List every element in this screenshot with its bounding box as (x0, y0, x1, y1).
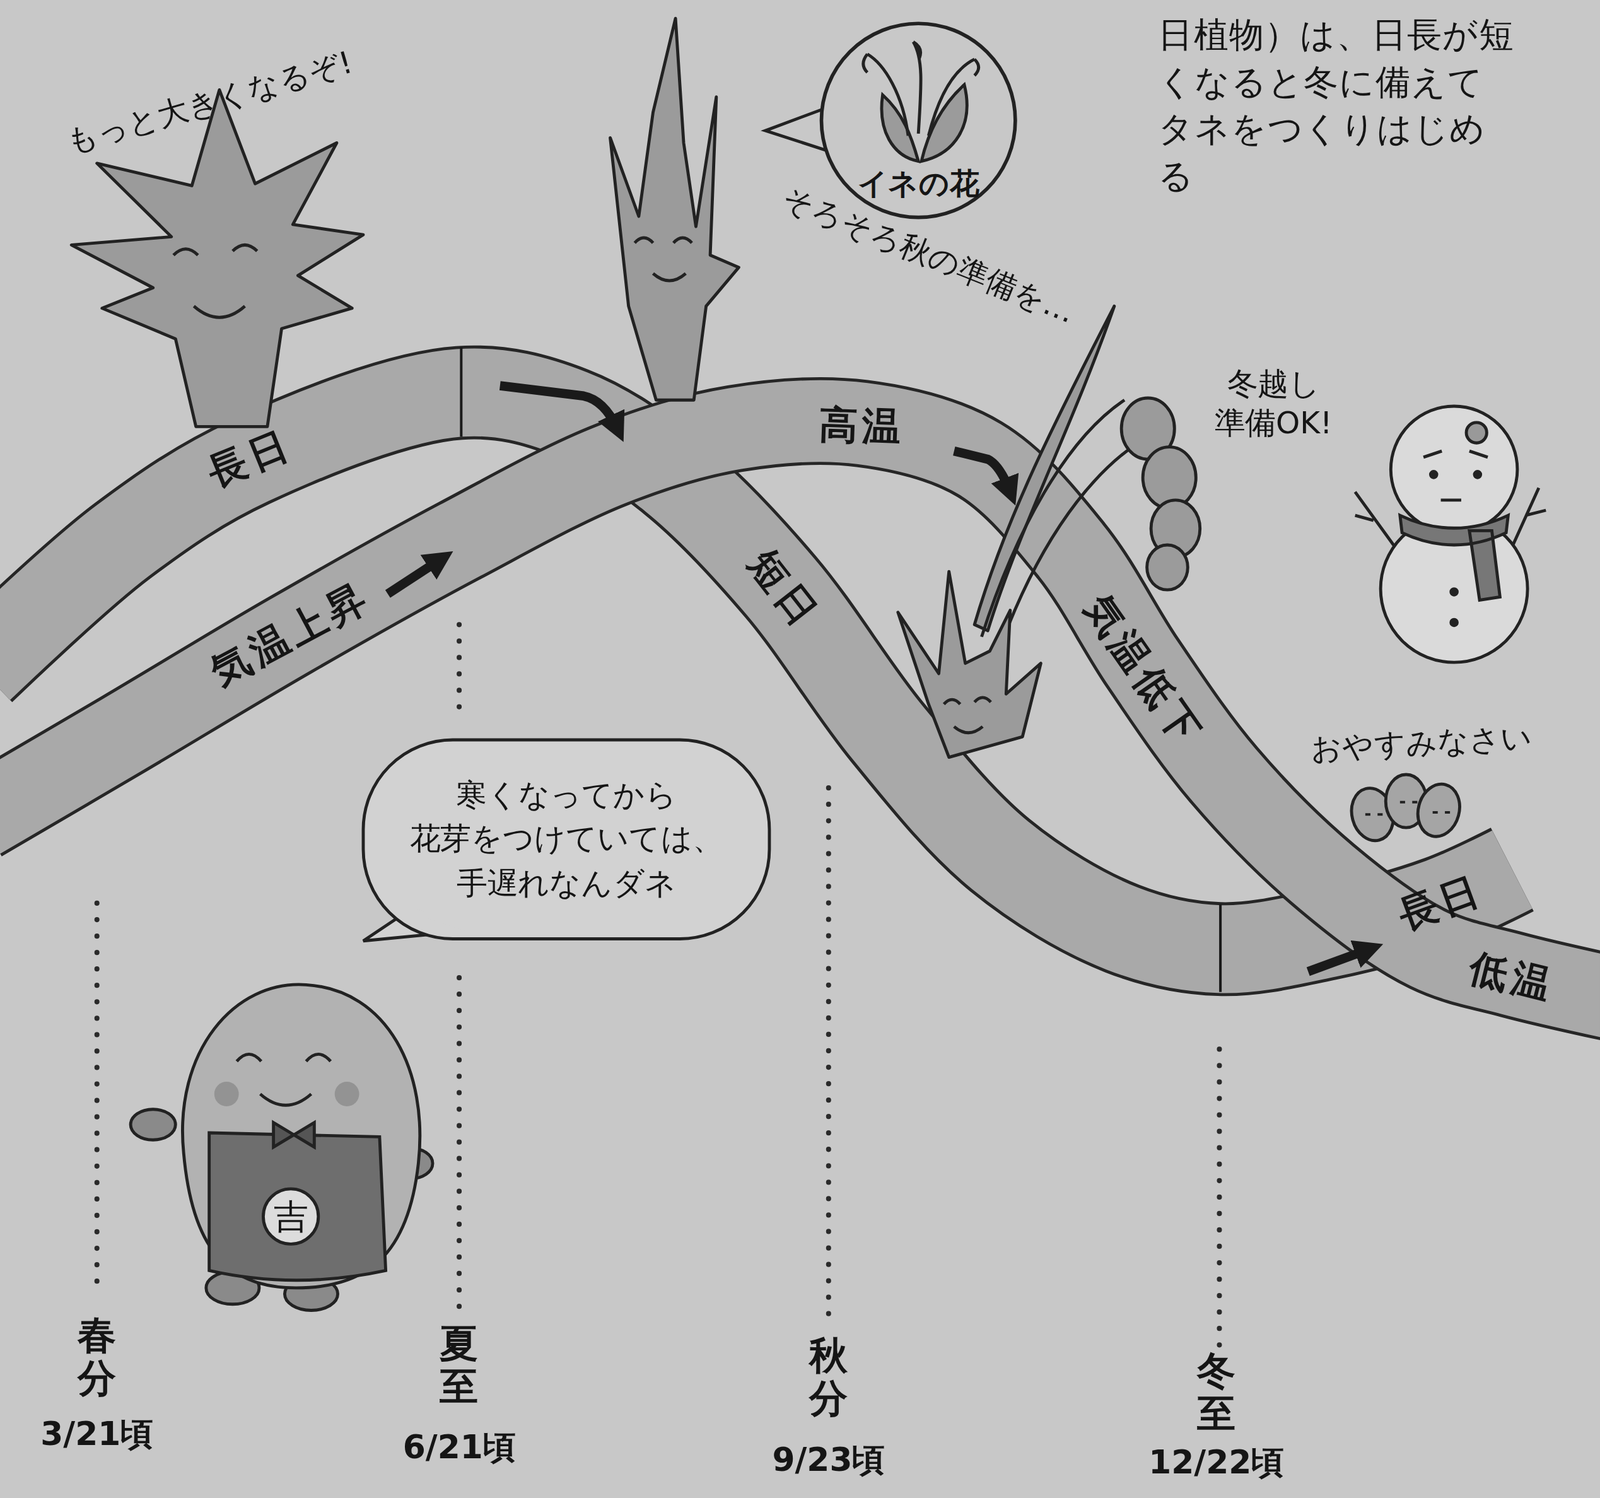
season-guide (1216, 1048, 1222, 1345)
band-label: 長日 (200, 420, 299, 499)
band-label: 気温上昇 (202, 572, 379, 697)
band-label: 高温 (817, 401, 907, 453)
note-text: おやすみなさい (1309, 717, 1534, 768)
rice-panicle (1142, 447, 1196, 509)
mascot-face (236, 1053, 331, 1105)
rice-panicle (1147, 544, 1189, 590)
mascot-arm (130, 1109, 176, 1141)
snowman-eye (1474, 471, 1481, 479)
band-outline (0, 392, 1513, 950)
band-label: 長日 (1391, 865, 1491, 941)
band-arrow (1308, 949, 1370, 972)
mascot-cheek (334, 1081, 360, 1107)
snowman-body (1380, 515, 1528, 663)
speech-text: 寒くなってから 花芽をつけていては、 手遅れなんダネ (404, 771, 730, 906)
rice-plant (898, 305, 1201, 757)
band-fill (0, 392, 1513, 950)
rice-flower (863, 41, 979, 161)
mascot-bow (273, 1122, 315, 1148)
growing-plant (610, 18, 740, 400)
season-guide (97, 624, 1220, 1345)
rice-stem (981, 399, 1141, 653)
band-label: 気温低下 (1073, 586, 1213, 757)
young-plant (71, 89, 364, 427)
rice-panicle (1121, 397, 1201, 590)
band-arrow (500, 385, 618, 429)
growing-plant (610, 18, 740, 400)
rice-base (898, 571, 1042, 757)
mascot-apron (209, 1132, 386, 1281)
apron-mark: 吉 (273, 1198, 309, 1234)
apron-seal-shape (261, 1186, 321, 1247)
band-arrow (954, 450, 1011, 492)
season-name: 冬至 (1197, 1350, 1236, 1436)
rice-glume (921, 84, 967, 161)
season-guide (94, 903, 100, 1297)
speech-tail-join (414, 910, 467, 929)
season-date: 9/23頃 (771, 1438, 885, 1480)
plant-face (173, 244, 258, 318)
band-fill (0, 420, 1600, 1000)
band-divider (459, 346, 463, 437)
snowman (1355, 406, 1547, 663)
plant-face (944, 697, 991, 733)
season-date: 12/22頃 (1148, 1441, 1285, 1483)
note-text: 冬越し 準備OK! (1197, 364, 1351, 441)
seed (1412, 779, 1466, 842)
band-label: 低温 (1464, 943, 1561, 1012)
snowman-button (1451, 619, 1458, 626)
band-divider (1219, 904, 1222, 993)
note-text: 日植物）は、日長が短くなると冬に備えてタネをつくりはじめる (1157, 11, 1516, 200)
callout-circle: イネの花 (821, 23, 1015, 217)
apron-seal-outline (262, 1188, 318, 1244)
speech-tail (363, 907, 469, 941)
band-arrow (387, 559, 441, 595)
callout-circle-shape (821, 23, 1015, 217)
season-date: 3/21頃 (40, 1413, 154, 1455)
band-arrow (387, 346, 1370, 993)
rice-glume (881, 94, 919, 161)
apron-seal: 吉 (261, 1186, 321, 1247)
speech-bubble-shape (363, 739, 770, 939)
snowman-head (1390, 406, 1518, 533)
plant-face (634, 237, 692, 281)
callout-circle-outline (821, 23, 1015, 217)
season-guide (456, 624, 462, 709)
young-plant (71, 89, 364, 427)
season-name: 夏至 (439, 1322, 479, 1408)
season-guide (826, 787, 832, 1327)
snowman-eye (1430, 471, 1437, 479)
season-guide (456, 977, 462, 1312)
speech-bubble: 寒くなってから 花芽をつけていては、 手遅れなんダネ (363, 739, 770, 939)
season-date: 6/21頃 (402, 1426, 516, 1468)
band-outline (0, 420, 1600, 1000)
snowman-face (1423, 450, 1488, 501)
seeds (1345, 774, 1466, 846)
snowman-scarf (1400, 515, 1509, 600)
callout-title: イネの花 (857, 165, 980, 203)
note-text: もっと大きくなるぞ! (61, 42, 357, 162)
mascot-cheek (214, 1081, 240, 1107)
snowman-button (1451, 589, 1458, 596)
speech-outline (363, 739, 770, 939)
snowman-flower (1466, 422, 1487, 443)
callout-tail (764, 105, 838, 155)
rice-stamen (863, 41, 979, 136)
rice-leaf (974, 305, 1115, 631)
seed-face (1365, 802, 1450, 815)
mascot-body (182, 984, 420, 1288)
band-label: 短日 (737, 540, 830, 639)
season-name: 春分 (77, 1314, 117, 1400)
note-text: そろそろ秋の準備を… (776, 179, 1081, 332)
mascot (130, 984, 433, 1311)
season-name: 秋分 (809, 1335, 848, 1421)
